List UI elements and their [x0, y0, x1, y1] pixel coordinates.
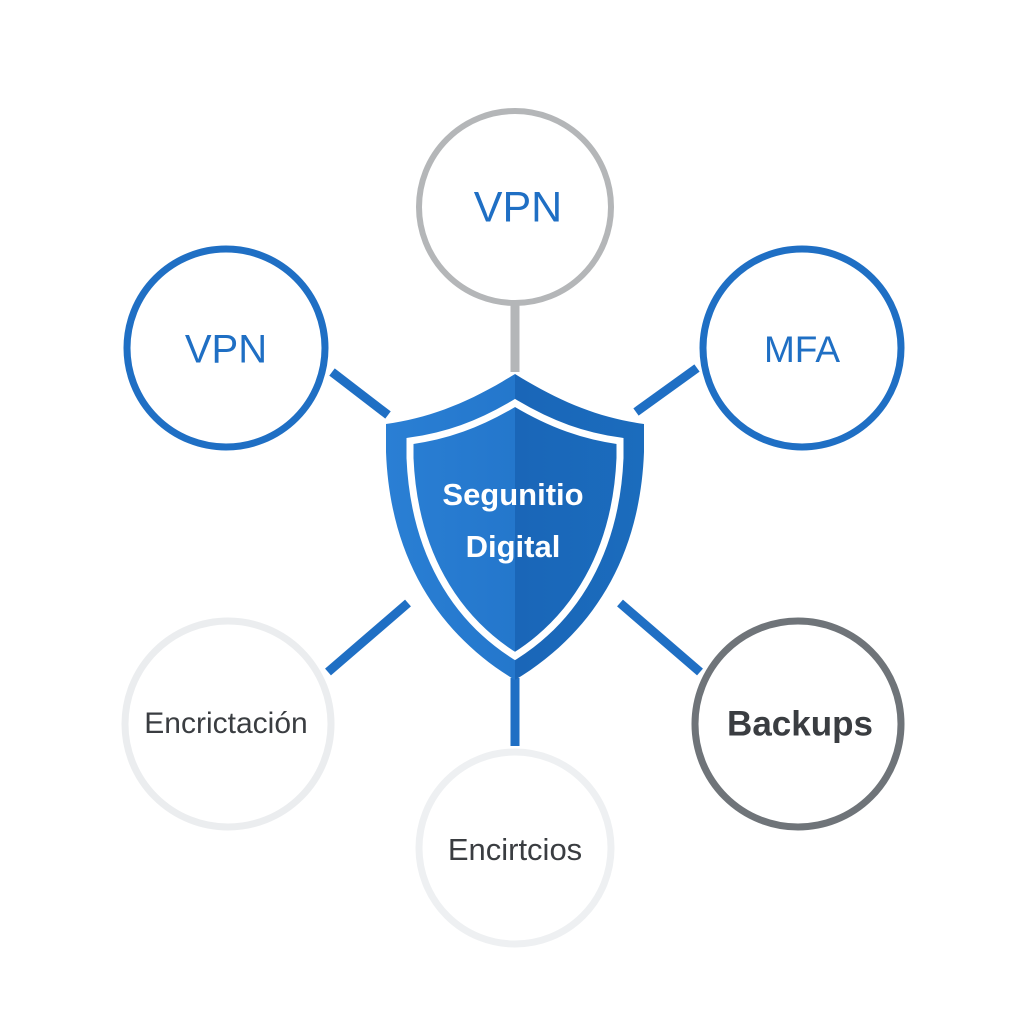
connector-upper-left — [329, 368, 391, 419]
node-lower-right: Backups — [691, 617, 905, 831]
node-upper-left: VPN — [123, 245, 329, 451]
node-lower-right-ring — [691, 617, 905, 831]
node-upper-right: MFA — [699, 245, 905, 451]
connector-upper-right — [633, 364, 700, 416]
shield-outer-icon — [386, 374, 644, 680]
connector-lower-right — [617, 599, 703, 676]
node-bottom-ring — [415, 748, 615, 948]
node-upper-right-ring — [699, 245, 905, 451]
node-upper-left-label: VPN — [185, 328, 267, 372]
node-top: VPN — [416, 108, 614, 306]
shield-inner-border — [406, 398, 624, 661]
center-title-line1: Segunitio — [442, 477, 583, 512]
node-lower-left: Encrictación — [121, 617, 335, 831]
node-upper-right-label: MFA — [764, 329, 840, 370]
node-lower-left-label: Encrictación — [144, 707, 307, 740]
node-top-label: VPN — [474, 183, 562, 231]
node-upper-left-ring — [123, 245, 329, 451]
center-shield: Segunitio Digital — [386, 374, 644, 680]
node-lower-right-label: Backups — [727, 704, 873, 743]
node-top-ring — [416, 108, 614, 306]
connector-lower-left — [325, 599, 411, 676]
node-bottom-label: Encirtcios — [448, 832, 582, 867]
center-title-line2: Digital — [466, 529, 561, 564]
node-bottom: Encirtcios — [415, 748, 615, 948]
node-lower-left-ring — [121, 617, 335, 831]
